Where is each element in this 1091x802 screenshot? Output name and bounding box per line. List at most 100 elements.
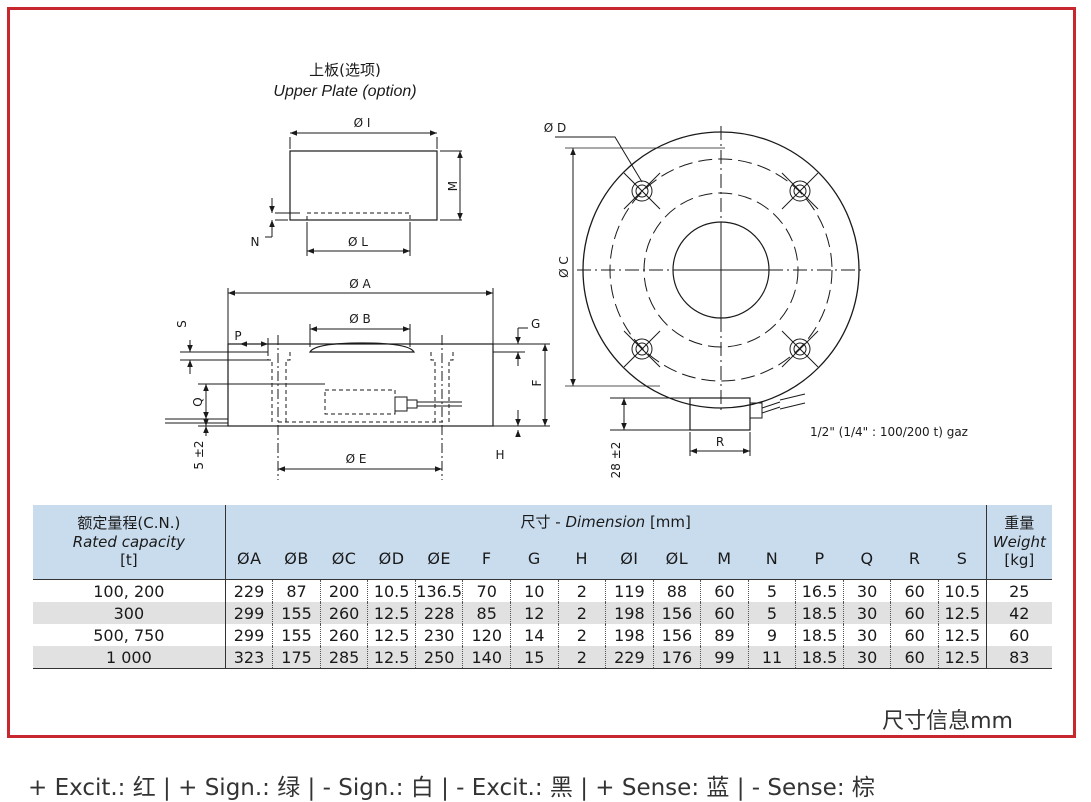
dimension-cell: 2 (557, 602, 606, 624)
dimension-cell: 12.5 (367, 624, 416, 646)
header-dim-unit: [mm] (645, 512, 691, 531)
label-dim-5: 5 ±2 (192, 440, 206, 469)
dimension-cell: 30 (842, 602, 891, 624)
dimension-cell: 12.5 (937, 602, 987, 624)
dimension-cell: 60 (890, 646, 939, 669)
dimension-cell: 16.5 (795, 579, 844, 602)
dimension-cell: 140 (462, 646, 511, 669)
label-dim-S: S (175, 320, 189, 328)
header-capacity-unit: [t] (120, 551, 138, 569)
dimension-cell: 30 (842, 646, 891, 669)
dimension-cell: 156 (652, 602, 701, 624)
dimension-cell: 87 (272, 579, 321, 602)
dimension-cell: 119 (605, 579, 654, 602)
dimension-cell: 12.5 (937, 646, 987, 669)
dimension-cell: 30 (842, 579, 891, 602)
dimension-cell: 15 (510, 646, 559, 669)
dimension-cell: 12.5 (937, 624, 987, 646)
column-header: ØB (272, 537, 321, 580)
upper-plate-body (289, 150, 438, 221)
column-header: F (462, 537, 511, 580)
column-header: H (558, 537, 606, 580)
dimension-cell: 89 (700, 624, 749, 646)
dimension-cell: 12.5 (367, 602, 416, 624)
label-dim-P: P (234, 329, 241, 343)
dimension-cell: 18.5 (795, 646, 844, 669)
column-header: ØL (653, 537, 701, 580)
dimension-cell: 230 (414, 624, 463, 646)
header-capacity-cn: 额定量程(C.N.) (77, 514, 181, 532)
column-header: ØA (225, 537, 273, 580)
dimension-cell: 198 (605, 602, 654, 624)
dimension-cell: 136.5 (414, 579, 463, 602)
label-dim-G: G (531, 317, 540, 331)
label-dim-M: M (446, 181, 460, 191)
dimension-cell: 323 (224, 646, 273, 669)
weight-cell: 42 (985, 602, 1052, 624)
bolt-holes (623, 172, 819, 368)
header-weight-unit: [kg] (1004, 551, 1035, 569)
dimension-cell: 285 (319, 646, 368, 669)
capacity-cell: 300 (33, 602, 226, 624)
dimension-cell: 60 (890, 624, 939, 646)
capacity-cell: 1 000 (33, 646, 226, 669)
dimension-cell: 260 (319, 602, 368, 624)
header-dimension: 尺寸 - Dimension [mm] (225, 505, 987, 538)
unit-footnote: 尺寸信息mm (882, 709, 1013, 734)
column-header: ØD (367, 537, 416, 580)
header-weight: 重量 Weight [kg] (985, 505, 1052, 580)
dimension-cell: 11 (747, 646, 796, 669)
dimension-cell: 85 (462, 602, 511, 624)
cable-exit-box (689, 397, 751, 431)
dimension-cell: 9 (747, 624, 796, 646)
dimension-cell: 155 (272, 602, 321, 624)
dimension-cell: 5 (747, 579, 796, 602)
dimension-cell: 18.5 (795, 602, 844, 624)
dimension-cell: 10.5 (367, 579, 416, 602)
dimension-cell: 155 (272, 624, 321, 646)
dimension-table: 额定量程(C.N.) Rated capacity [t] 尺寸 - Dimen… (33, 505, 1052, 669)
dimension-cell: 120 (462, 624, 511, 646)
dimension-cell: 30 (842, 624, 891, 646)
dimension-cell: 18.5 (795, 624, 844, 646)
weight-cell: 83 (985, 646, 1052, 669)
label-dim-C: Ø C (557, 256, 571, 278)
column-header: R (890, 537, 939, 580)
label-dim-I: Ø I (354, 116, 371, 130)
dimension-cell: 200 (319, 579, 368, 602)
dimension-cell: 228 (414, 602, 463, 624)
header-dim-en: Dimension (565, 512, 646, 531)
label-dim-E: Ø E (346, 452, 367, 466)
header-weight-cn: 重量 (1004, 514, 1035, 532)
dimension-cell: 88 (652, 579, 701, 602)
weight-cell: 25 (985, 579, 1052, 602)
capacity-cell: 500, 750 (33, 624, 226, 646)
upper-plate-title-cn: 上板(选项) (309, 61, 381, 79)
dimension-cell: 250 (414, 646, 463, 669)
column-header: P (795, 537, 844, 580)
dimension-cell: 198 (605, 624, 654, 646)
dimension-cell: 12.5 (367, 646, 416, 669)
label-dim-28: 28 ±2 (609, 442, 623, 479)
dimension-cell: 5 (747, 602, 796, 624)
column-header: Q (843, 537, 891, 580)
header-capacity-en: Rated capacity (72, 533, 186, 551)
dimension-cell: 60 (890, 579, 939, 602)
wire-color-legend: + Excit.: 红 | + Sign.: 绿 | - Sign.: 白 | … (28, 775, 875, 801)
column-header: ØE (415, 537, 463, 580)
column-header: N (748, 537, 796, 580)
dimension-cell: 299 (224, 624, 273, 646)
label-dim-F: F (530, 379, 544, 386)
dimension-cell: 10 (510, 579, 559, 602)
dimension-cell: 12 (510, 602, 559, 624)
dimension-cell: 10.5 (937, 579, 987, 602)
dimension-cell: 176 (652, 646, 701, 669)
upper-plate-title-en: Upper Plate (option) (273, 83, 416, 100)
dimension-cell: 60 (890, 602, 939, 624)
column-header: M (700, 537, 749, 580)
